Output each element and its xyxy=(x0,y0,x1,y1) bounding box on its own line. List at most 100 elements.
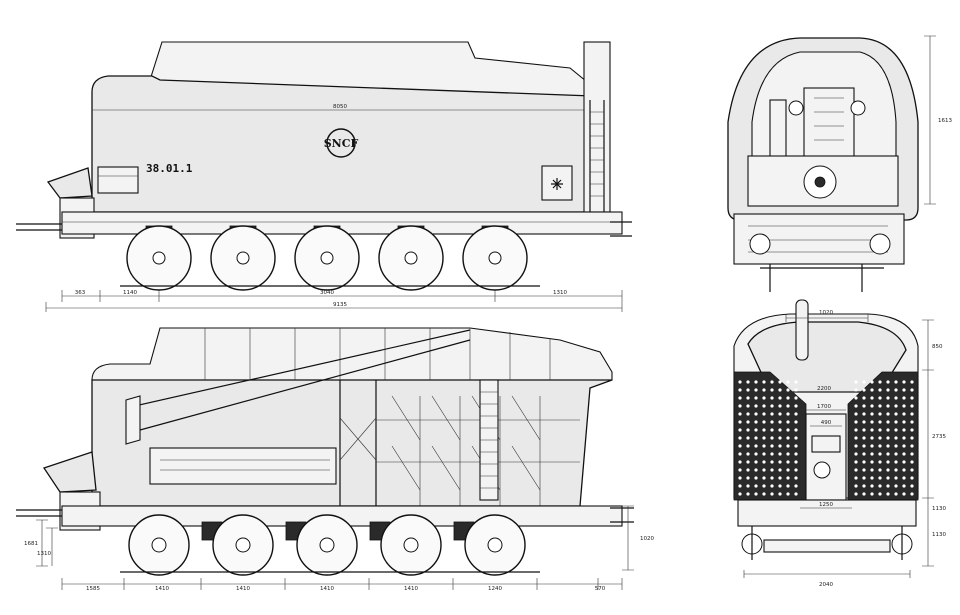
dims-inner-section: 2200 1700 490 xyxy=(817,386,832,426)
perforation-hole xyxy=(762,484,766,488)
perforation-hole xyxy=(738,396,742,400)
dims-left-section: 1681 1310 xyxy=(24,541,51,557)
side-section-view: 1585 1410 1410 1410 1410 1240 570 1681 1… xyxy=(16,327,654,592)
perforation-hole xyxy=(762,452,766,456)
svg-text:2200: 2200 xyxy=(817,386,831,392)
dims-bottom-section: 1585 1410 1410 1410 1410 1240 570 xyxy=(86,586,606,592)
perforation-hole xyxy=(854,396,858,400)
dim-bottom-width: 2040 xyxy=(819,582,833,588)
perforation-hole xyxy=(910,388,914,392)
svg-text:SNCF: SNCF xyxy=(324,137,359,150)
perforation-hole xyxy=(794,468,798,472)
perforation-hole xyxy=(746,428,750,432)
perforation-hole xyxy=(862,492,866,496)
perforation-hole xyxy=(870,388,874,392)
perforation-hole xyxy=(746,436,750,440)
perforation-hole xyxy=(778,444,782,448)
svg-text:850: 850 xyxy=(932,344,943,350)
perforation-hole xyxy=(910,468,914,472)
perforation-hole xyxy=(878,412,882,416)
perforation-hole xyxy=(786,444,790,448)
dims-right-section: 850 2735 1130 1130 xyxy=(932,344,946,538)
perforation-hole xyxy=(794,396,798,400)
perforation-hole xyxy=(754,468,758,472)
perforation-hole xyxy=(910,452,914,456)
perforation-hole xyxy=(770,412,774,416)
perforation-hole xyxy=(854,460,858,464)
perforation-hole xyxy=(770,428,774,432)
perforation-hole xyxy=(762,468,766,472)
perforation-hole xyxy=(778,476,782,480)
svg-text:1310: 1310 xyxy=(553,290,567,296)
perforation-hole xyxy=(854,468,858,472)
perforation-hole xyxy=(902,388,906,392)
perforation-hole xyxy=(754,404,758,408)
perforation-hole xyxy=(746,412,750,416)
perforation-hole xyxy=(770,420,774,424)
perforation-hole xyxy=(770,492,774,496)
perforation-hole xyxy=(870,444,874,448)
perforation-hole xyxy=(794,404,798,408)
perforation-hole xyxy=(786,412,790,416)
perforation-hole xyxy=(894,436,898,440)
perforation-hole xyxy=(746,468,750,472)
perforation-hole xyxy=(770,380,774,384)
perforation-hole xyxy=(738,452,742,456)
dim-lower-width: 1250 xyxy=(819,502,833,508)
dim-total-length: 9135 xyxy=(333,302,347,308)
perforation-hole xyxy=(854,476,858,480)
perforation-hole xyxy=(878,420,882,424)
perforation-hole xyxy=(862,380,866,384)
perforation-hole xyxy=(862,420,866,424)
perforation-hole xyxy=(910,428,914,432)
perforation-hole xyxy=(870,380,874,384)
perforation-hole xyxy=(854,412,858,416)
perforation-hole xyxy=(902,380,906,384)
perforation-hole xyxy=(878,452,882,456)
perforation-hole xyxy=(862,396,866,400)
perforation-hole xyxy=(894,404,898,408)
perforation-hole xyxy=(786,476,790,480)
perforation-hole xyxy=(746,388,750,392)
perforation-hole xyxy=(770,404,774,408)
perforation-hole xyxy=(894,476,898,480)
svg-text:1130: 1130 xyxy=(932,506,946,512)
perforation-hole xyxy=(886,436,890,440)
perforation-hole xyxy=(862,452,866,456)
perforation-hole xyxy=(754,476,758,480)
perforation-hole xyxy=(794,476,798,480)
perforation-hole xyxy=(870,460,874,464)
perforation-hole xyxy=(778,396,782,400)
perforation-hole xyxy=(854,420,858,424)
perforation-hole xyxy=(778,428,782,432)
perforation-hole xyxy=(854,492,858,496)
svg-text:1410: 1410 xyxy=(404,586,418,592)
perforation-hole xyxy=(886,396,890,400)
perforation-hole xyxy=(762,404,766,408)
perforation-hole xyxy=(754,428,758,432)
perforation-hole xyxy=(886,380,890,384)
svg-text:1681: 1681 xyxy=(24,541,38,547)
perforation-hole xyxy=(910,420,914,424)
perforation-hole xyxy=(794,380,798,384)
perforation-hole xyxy=(770,444,774,448)
perforation-hole xyxy=(870,428,874,432)
perforation-hole xyxy=(902,412,906,416)
perforation-hole xyxy=(786,388,790,392)
perforation-hole xyxy=(778,404,782,408)
perforation-hole xyxy=(794,420,798,424)
perforation-hole xyxy=(754,436,758,440)
perforation-hole xyxy=(754,396,758,400)
perforation-hole xyxy=(738,484,742,488)
svg-text:1410: 1410 xyxy=(155,586,169,592)
perforation-hole xyxy=(878,388,882,392)
perforation-hole xyxy=(738,428,742,432)
perforation-hole xyxy=(886,388,890,392)
perforation-hole xyxy=(762,436,766,440)
perforation-hole xyxy=(886,444,890,448)
perforation-hole xyxy=(746,452,750,456)
svg-text:363: 363 xyxy=(75,290,86,296)
perforation-hole xyxy=(746,380,750,384)
svg-text:1410: 1410 xyxy=(236,586,250,592)
brake-cylinder-icon xyxy=(803,165,837,199)
